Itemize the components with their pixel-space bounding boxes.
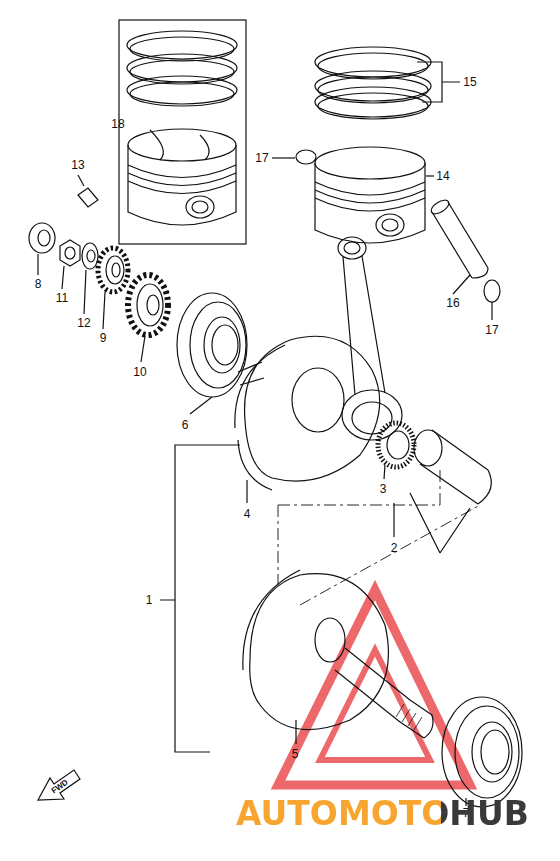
crank-web-4 xyxy=(235,336,380,503)
piston-18 xyxy=(128,129,236,225)
assembly-box xyxy=(119,20,246,244)
callout-number: 15 xyxy=(463,76,476,88)
callout-number: 13 xyxy=(71,159,84,171)
callout-number: 2 xyxy=(391,542,398,554)
needle-bearing xyxy=(378,423,414,479)
piston-rings-18 xyxy=(127,31,237,106)
callout-number: 10 xyxy=(133,366,146,378)
washer xyxy=(82,243,98,314)
watermark-logo xyxy=(278,590,470,785)
group-bracket xyxy=(160,445,240,752)
callout-number: 8 xyxy=(35,278,42,290)
crank-pin xyxy=(394,430,491,553)
callout-number: 4 xyxy=(244,508,251,520)
shaft-stub xyxy=(238,362,264,385)
callout-number: 17 xyxy=(485,324,498,336)
callout-number: 6 xyxy=(182,419,189,431)
callout-number: 16 xyxy=(446,297,459,309)
callout-number: 14 xyxy=(436,170,449,182)
main-bearing-6 xyxy=(177,293,247,414)
callout-number: 5 xyxy=(292,748,299,760)
crank-web-5 xyxy=(243,570,433,744)
circlip xyxy=(484,280,500,302)
main-bearing-7 xyxy=(442,697,522,807)
callout-number: 11 xyxy=(56,292,68,304)
piston-14 xyxy=(315,147,434,243)
piston-rings-15 xyxy=(315,47,460,119)
callout-number: 17 xyxy=(255,152,268,164)
key xyxy=(78,175,98,207)
callout-number: 3 xyxy=(380,483,387,495)
gear-10 xyxy=(128,275,168,362)
connecting-rod xyxy=(338,237,402,440)
nut xyxy=(60,240,80,289)
callout-number: 9 xyxy=(100,332,107,344)
callout-number: 1 xyxy=(146,594,153,606)
gear-9 xyxy=(98,248,128,329)
piston-pin xyxy=(429,197,488,294)
callout-number: 12 xyxy=(77,317,90,329)
callout-number: 18 xyxy=(111,118,124,130)
small-bearing xyxy=(29,223,55,275)
circlip xyxy=(296,150,316,164)
forward-arrow xyxy=(38,770,80,800)
watermark: AUTOMOTOHUB xyxy=(236,797,529,830)
